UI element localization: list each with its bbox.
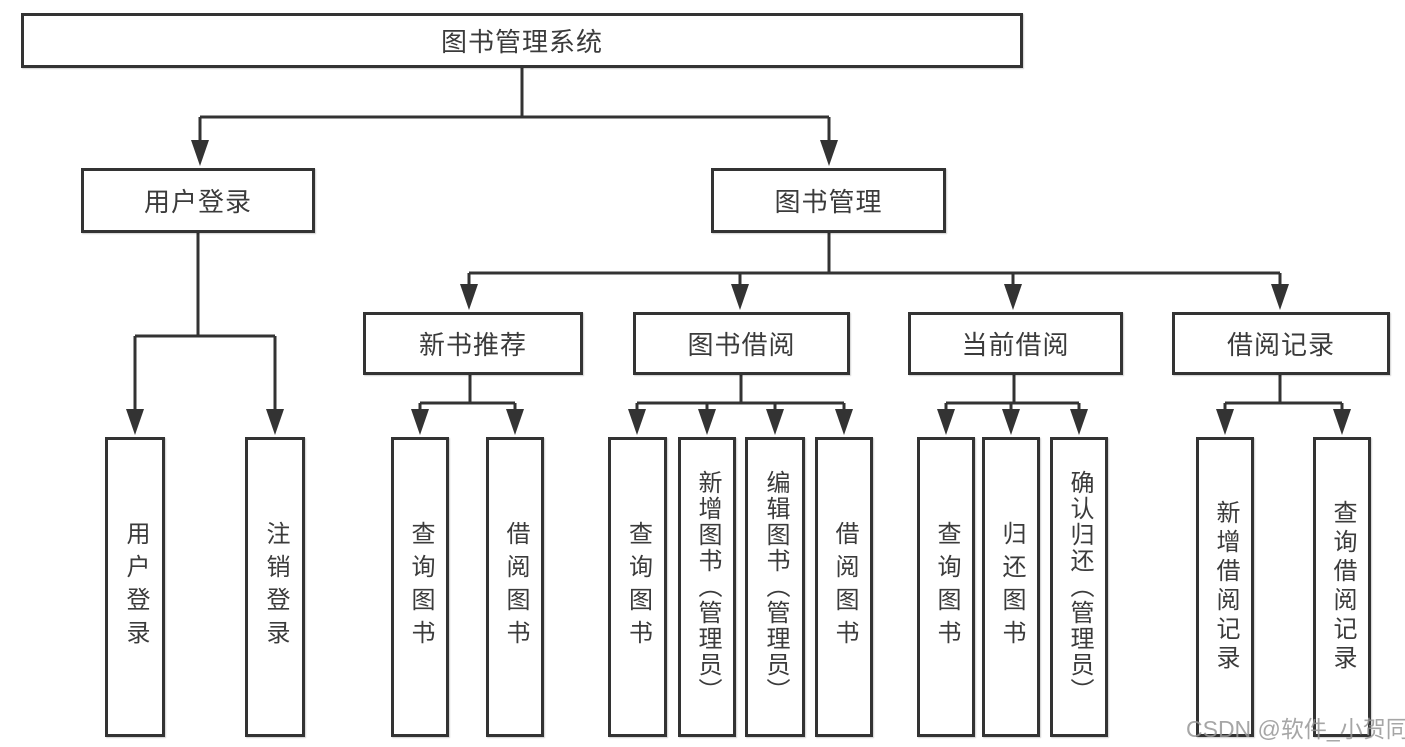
node-label: 借阅记录 [1226,330,1335,360]
arrow-down-icon [126,409,144,435]
leaf-label: 查询图书 [933,521,960,653]
arrow-down-icon [937,409,955,435]
node-label: 当前借阅 [961,330,1070,360]
leaf-borrow-books: 借阅图书 [815,437,873,737]
arrowheads [126,140,1351,435]
leaf-logout: 注销登录 [245,437,305,737]
leaf-edit-books-admin: 编辑图书（管理员） [745,437,805,737]
arrow-down-icon [731,284,749,310]
leaf-add-books-admin: 新增图书（管理员） [678,437,736,737]
leaf-label: 新增图书（管理员） [694,470,721,704]
leaf-label: 查询图书 [407,521,434,653]
leaf-label: 查询图书 [624,521,652,653]
node-user-login: 用户登录 [81,168,315,233]
leaf-query-books-borrowing: 查询图书 [608,437,667,737]
node-current-borrowing: 当前借阅 [908,312,1123,375]
node-book-management: 图书管理 [711,168,946,233]
arrow-down-icon [1333,409,1351,435]
arrow-down-icon [835,409,853,435]
arrow-down-icon [628,409,646,435]
node-label: 用户登录 [143,187,252,217]
arrow-down-icon [1002,409,1020,435]
leaf-label: 借阅图书 [502,521,529,653]
arrow-down-icon [820,140,838,166]
leaf-label: 归还图书 [998,521,1025,653]
leaf-add-borrow-record: 新增借阅记录 [1196,437,1254,737]
csdn-watermark: CSDN @软件_小贺同学 [1186,716,1405,742]
leaf-label: 注销登录 [262,521,289,653]
node-book-borrowing: 图书借阅 [633,312,850,375]
node-label: 图书借阅 [687,330,796,360]
arrow-down-icon [1216,409,1234,435]
leaf-label: 借阅图书 [831,521,858,653]
leaf-user-login: 用户登录 [105,437,165,737]
arrow-down-icon [766,409,784,435]
leaf-label: 确认归还（管理员） [1066,470,1093,704]
arrow-down-icon [1004,284,1022,310]
node-label: 图书管理 [774,187,883,217]
node-library-system: 图书管理系统 [21,13,1023,68]
leaf-query-books-recommend: 查询图书 [391,437,449,737]
arrow-down-icon [1271,284,1289,310]
node-new-book-recommendation: 新书推荐 [363,312,583,375]
arrow-down-icon [460,284,478,310]
arrow-down-icon [1070,409,1088,435]
arrow-down-icon [698,409,716,435]
arrow-down-icon [411,409,429,435]
leaf-return-books: 归还图书 [982,437,1040,737]
leaf-label: 新增借阅记录 [1212,500,1239,674]
leaf-label: 编辑图书（管理员） [762,470,789,704]
leaf-query-books-current: 查询图书 [917,437,975,737]
node-borrowing-records: 借阅记录 [1172,312,1390,375]
leaf-confirm-return-admin: 确认归还（管理员） [1050,437,1108,737]
leaf-label: 用户登录 [122,521,149,653]
arrow-down-icon [191,140,209,166]
arrow-down-icon [266,409,284,435]
node-label: 新书推荐 [418,330,527,360]
leaf-label: 查询借阅记录 [1329,500,1356,674]
leaf-borrow-books-recommend: 借阅图书 [486,437,544,737]
leaf-query-borrow-record: 查询借阅记录 [1313,437,1371,737]
node-label: 图书管理系统 [440,27,603,57]
arrow-down-icon [506,409,524,435]
